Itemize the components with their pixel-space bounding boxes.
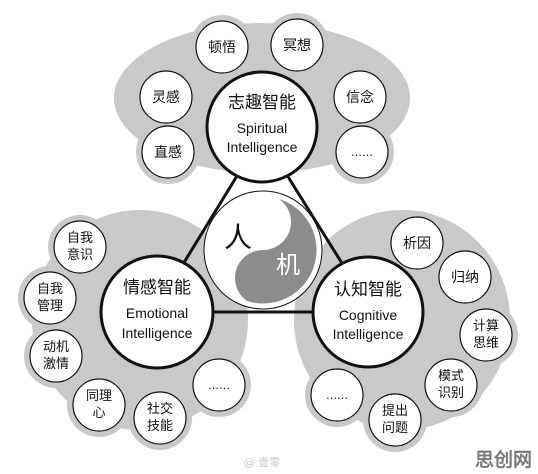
hub-cognitive-en1: Cognitive bbox=[339, 307, 398, 323]
hub-spiritual-en2: Intelligence bbox=[227, 139, 298, 155]
satellite-tonglixin: 同理 心 bbox=[72, 378, 126, 432]
satellite-label: 技能 bbox=[147, 419, 173, 434]
hub-cognitive-zh: 认知智能 bbox=[334, 280, 402, 300]
yin-yang-symbol bbox=[203, 190, 323, 310]
satellite-xiyin: 析因 bbox=[390, 216, 444, 270]
satellite-label: 意识 bbox=[67, 247, 93, 263]
center-machine-label: 机 bbox=[276, 251, 300, 279]
satellite-label: …… bbox=[326, 389, 348, 402]
satellite-label: 归纳 bbox=[451, 269, 479, 286]
satellite-emotional-ellipsis: …… bbox=[192, 358, 246, 412]
satellite-xinnian: 信念 bbox=[333, 70, 387, 124]
satellite-cognitive-ellipsis: …… bbox=[310, 368, 364, 422]
satellite-label: 模式 bbox=[438, 369, 464, 384]
satellite-label: 提出 bbox=[382, 403, 408, 419]
satellite-label: 激情 bbox=[43, 357, 69, 372]
hub-spiritual: 志趣智能 Spiritual Intelligence bbox=[205, 70, 319, 184]
hub-cognitive: 认知智能 Cognitive Intelligence bbox=[311, 255, 425, 369]
satellite-label: 直感 bbox=[154, 144, 182, 161]
satellite-label: 计算 bbox=[473, 319, 499, 334]
center-person-label: 人 bbox=[224, 221, 252, 254]
hub-spiritual-en1: Spiritual bbox=[237, 120, 288, 136]
satellite-tichu-wenti: 提出 问题 bbox=[368, 393, 422, 447]
hub-spiritual-zh: 志趣智能 bbox=[228, 93, 296, 113]
satellite-label: 问题 bbox=[382, 421, 408, 436]
satellite-guina: 归纳 bbox=[438, 250, 492, 304]
satellite-dunwu: 顿悟 bbox=[195, 20, 249, 74]
satellite-label: 自我 bbox=[37, 282, 63, 297]
satellite-linggan: 灵感 bbox=[139, 70, 193, 124]
satellite-mingxiang: 冥想 bbox=[270, 18, 324, 72]
satellite-spiritual-ellipsis: …… bbox=[335, 125, 389, 179]
hub-emotional-en1: Emotional bbox=[126, 305, 188, 321]
satellite-label: 同理 bbox=[86, 389, 112, 404]
satellite-dongji-jiqing: 动机 激情 bbox=[29, 329, 83, 383]
satellite-moshi-shibie: 模式 识别 bbox=[424, 358, 478, 412]
satellite-label: 信念 bbox=[346, 89, 374, 106]
satellite-label: 冥想 bbox=[283, 38, 311, 54]
satellite-label: …… bbox=[351, 146, 373, 159]
satellite-zhigan: 直感 bbox=[141, 125, 195, 179]
hub-emotional: 情感智能 Emotional Intelligence bbox=[99, 254, 215, 370]
satellite-label: 社交 bbox=[147, 401, 173, 417]
satellite-label: 顿悟 bbox=[208, 40, 236, 56]
source-watermark: 思创网 bbox=[475, 448, 532, 471]
satellite-label: 思维 bbox=[473, 336, 499, 351]
satellite-label: 识别 bbox=[438, 386, 464, 401]
satellite-label: 自我 bbox=[67, 231, 93, 246]
satellite-jisuan-siwei: 计算 思维 bbox=[459, 308, 513, 362]
satellite-label: 灵感 bbox=[152, 89, 180, 106]
satellite-shejiao-jineng: 社交 技能 bbox=[133, 391, 187, 445]
satellite-label: 动机 bbox=[43, 340, 69, 355]
hub-cognitive-en2: Intelligence bbox=[333, 326, 404, 342]
satellite-label: 析因 bbox=[403, 236, 431, 252]
hub-emotional-zh: 情感智能 bbox=[123, 278, 191, 298]
faint-watermark: @ 壹零 bbox=[244, 456, 281, 469]
satellite-ziwo-yishi: 自我 意识 bbox=[53, 220, 107, 274]
satellite-label: 心 bbox=[92, 406, 105, 421]
hub-emotional-en2: Intelligence bbox=[122, 325, 193, 341]
satellite-ziwo-guanli: 自我 管理 bbox=[23, 271, 77, 325]
satellite-label: …… bbox=[208, 379, 230, 392]
satellite-label: 管理 bbox=[37, 299, 63, 314]
